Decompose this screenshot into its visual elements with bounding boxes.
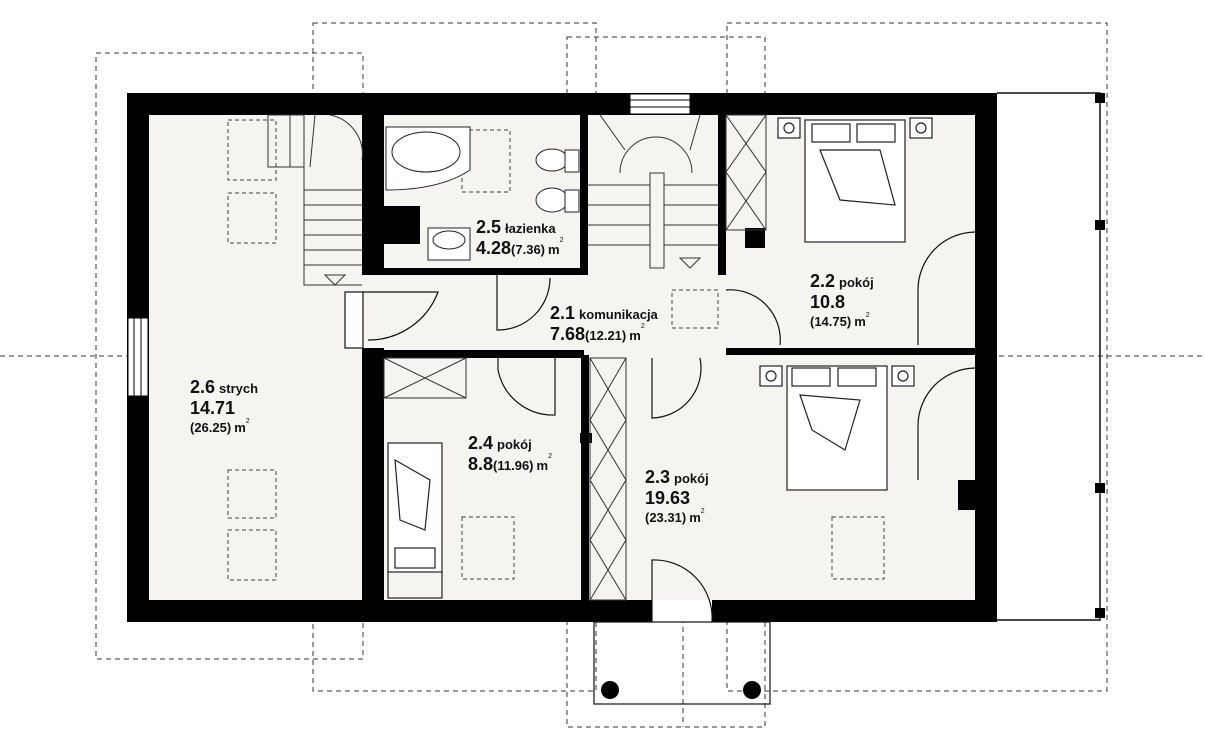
porch	[593, 621, 771, 705]
room-gross-area: (12.21)	[585, 328, 627, 343]
room-name: pokój	[497, 437, 532, 452]
room-area: 4.28	[476, 238, 512, 258]
room-name: komunikacja	[579, 307, 658, 322]
room-gross-area: (7.36)	[511, 242, 546, 257]
area-unit: m	[536, 458, 549, 473]
room-gross-area: (14.75)	[810, 314, 852, 329]
room-name: strych	[219, 381, 259, 396]
stairs-left	[267, 114, 363, 286]
room-number: 2.6	[190, 377, 216, 397]
room-number: 2.4	[468, 433, 494, 453]
bathroom-fixtures	[385, 126, 580, 261]
room-area: 10.8	[810, 292, 846, 312]
room-area: 8.8	[468, 454, 494, 474]
room-area: 7.68	[550, 324, 586, 344]
room-gross-area: (11.96)	[493, 458, 534, 473]
area-unit: m	[689, 510, 701, 525]
area-unit: m	[629, 328, 641, 343]
room-area: 19.63	[645, 488, 691, 508]
room-number: 2.2	[810, 271, 836, 291]
room-number: 2.5	[476, 217, 502, 237]
room-name: pokój	[839, 275, 874, 290]
beds	[387, 117, 933, 599]
wardrobes	[383, 114, 767, 601]
stairs-center	[588, 114, 718, 269]
room-name: pokój	[674, 471, 709, 486]
windows	[127, 93, 691, 397]
area-unit: m	[548, 242, 560, 257]
doors	[344, 231, 976, 623]
room-number: 2.1	[550, 303, 576, 323]
room-number: 2.3	[645, 467, 671, 487]
balcony	[997, 92, 1101, 621]
area-unit: m	[234, 420, 246, 435]
room-gross-area: (26.25)	[190, 420, 232, 435]
area-unit: m	[854, 314, 866, 329]
room-name: łazienka	[505, 221, 556, 236]
room-gross-area: (23.31)	[645, 510, 687, 525]
room-area: 14.71	[190, 398, 236, 418]
balcony-posts	[1095, 93, 1105, 618]
